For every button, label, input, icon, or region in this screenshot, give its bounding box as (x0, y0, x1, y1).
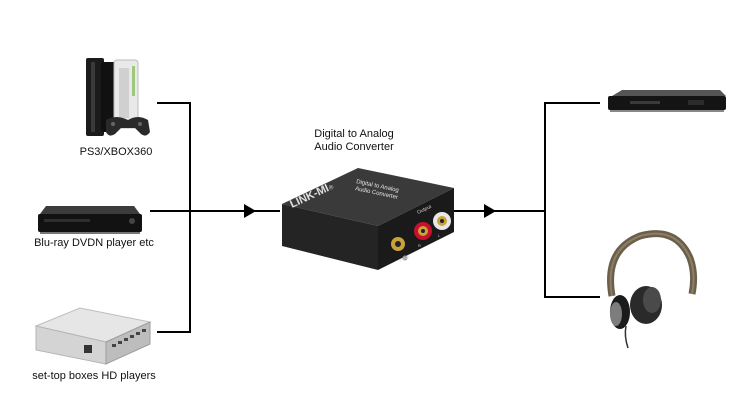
set-top-box-icon (34, 307, 152, 365)
device-brand-mark: ® (328, 183, 335, 191)
output-line-branch (544, 102, 600, 298)
source-label-console: PS3/XBOX360 (79, 146, 153, 158)
device-channel-l: L (438, 233, 441, 238)
game-console-icon (86, 58, 150, 136)
input-line-console (157, 102, 191, 333)
device-power-label: Power (398, 253, 411, 263)
source-label-bluray: Blu-ray DVDN player etc (34, 237, 154, 249)
output-arrow-icon (484, 204, 496, 218)
input-arrow-icon (244, 204, 256, 218)
source-label-settop: set-top boxes HD players (32, 370, 156, 382)
headphones-icon (607, 230, 698, 349)
audio-converter-icon: LINK-MI ® Digital to Analog Audio Conver… (282, 168, 454, 270)
converter-title-line-1: Digital to Analog (314, 128, 394, 140)
av-receiver-icon (608, 90, 726, 112)
input-connector-lines (150, 102, 280, 333)
output-connector-lines (452, 102, 600, 298)
device-channel-r: R (418, 243, 421, 248)
bluray-player-icon (38, 206, 142, 234)
converter-title: Digital to Analog Audio Converter (296, 128, 412, 154)
converter-title-line-2: Audio Converter (314, 141, 394, 153)
